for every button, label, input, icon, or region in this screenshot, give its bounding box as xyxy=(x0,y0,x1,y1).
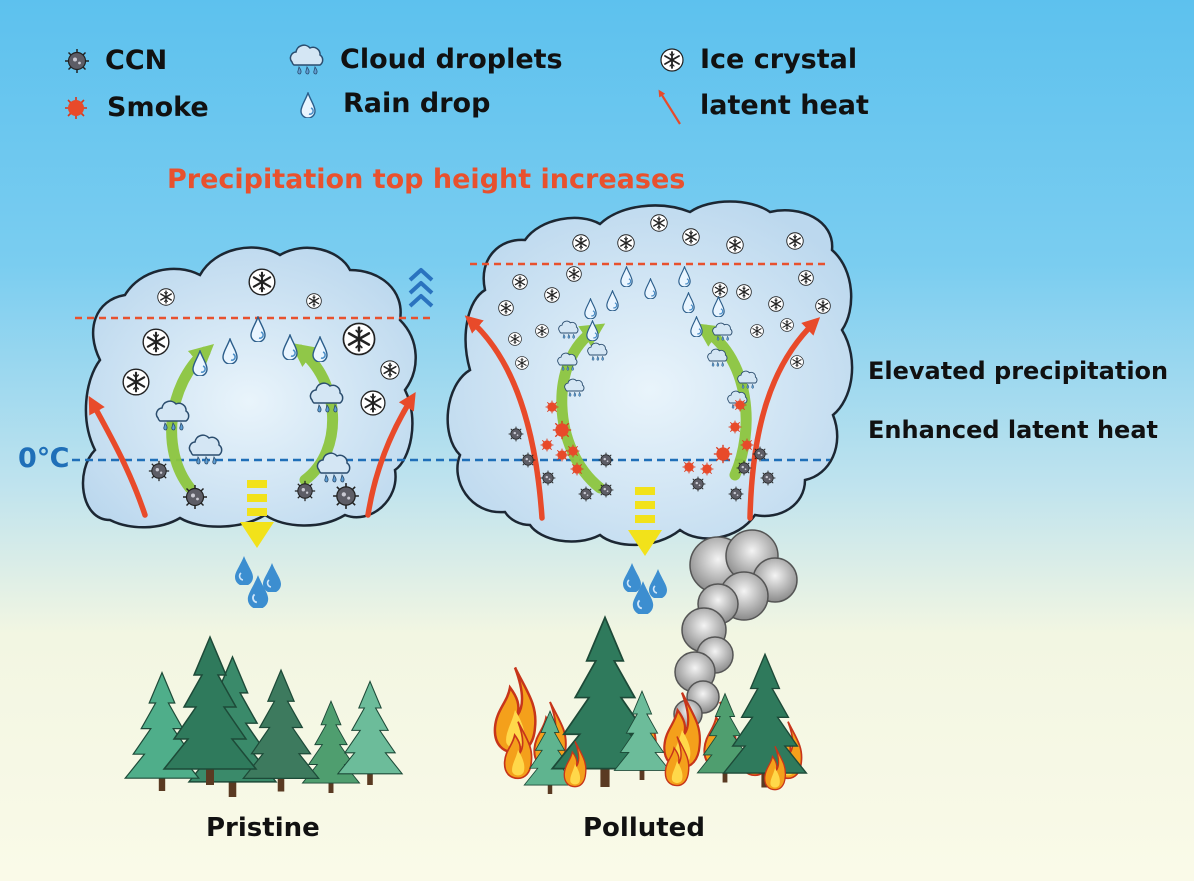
effect-enhanced-latent-heat: Enhanced latent heat xyxy=(868,416,1159,444)
legend-rain-drop-label: Rain drop xyxy=(343,88,491,119)
ice-crystal-legend-icon xyxy=(660,48,684,72)
polluted-fall-arrow xyxy=(628,487,662,556)
polluted-latent-heat-arrow-right xyxy=(747,317,821,521)
raindrop-legend-icon xyxy=(300,92,316,118)
smoke-legend-icon xyxy=(64,96,88,120)
legend-latent-heat-label: latent heat xyxy=(700,90,869,121)
height-increase-chevrons xyxy=(408,268,434,308)
pristine-rainfall xyxy=(234,555,282,608)
pristine-latent-heat-arrow-left xyxy=(88,395,148,518)
legend-smoke-label: Smoke xyxy=(107,92,209,123)
polluted-updraft-arrow-left xyxy=(556,323,606,494)
cloud-droplets-legend-icon xyxy=(289,44,324,75)
ccn-legend-icon xyxy=(64,48,90,74)
effect-elevated-precipitation: Elevated precipitation xyxy=(868,357,1169,385)
legend-ccn-label: CCN xyxy=(105,45,168,76)
polluted-latent-heat-arrow-left xyxy=(464,315,545,521)
freezing-level-label: 0℃ xyxy=(18,443,70,474)
polluted-rainfall xyxy=(622,562,668,614)
legend-ice-crystal-label: Ice crystal xyxy=(700,44,858,75)
legend-cloud-droplets-label: Cloud droplets xyxy=(340,44,563,75)
pristine-fall-arrow xyxy=(240,480,274,548)
pristine-label: Pristine xyxy=(206,813,320,843)
smoke-plume xyxy=(673,529,798,729)
polluted-label: Polluted xyxy=(583,813,705,843)
pristine-forest xyxy=(124,636,403,797)
latent-heat-legend-icon xyxy=(658,89,681,125)
pristine-latent-heat-arrow-right xyxy=(365,392,416,518)
headline: Precipitation top height increases xyxy=(167,164,686,195)
